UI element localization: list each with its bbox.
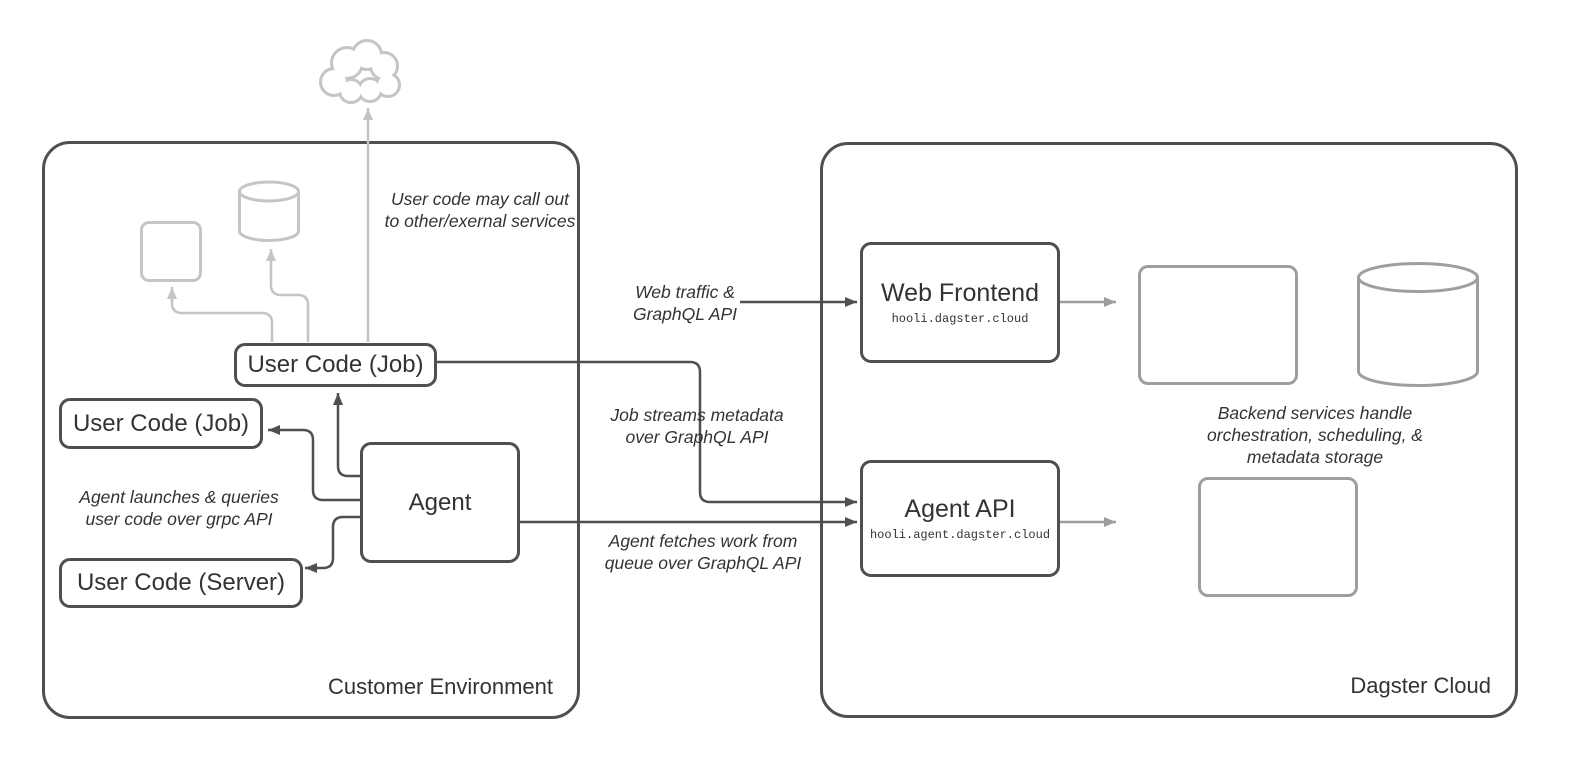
external-service-square-shape	[140, 221, 202, 282]
node-user-code-job-left-label: User Code (Job)	[72, 409, 250, 437]
backend-service-square-top-shape	[1138, 265, 1298, 385]
annotation-agent-fetches: Agent fetches work from queue over Graph…	[604, 531, 802, 573]
backend-service-square-bottom-shape	[1198, 477, 1358, 597]
node-user-code-server-label: User Code (Server)	[76, 569, 286, 596]
node-web-frontend-subtitle: hooli.dagster.cloud	[891, 312, 1029, 326]
annotation-agent-grpc: Agent launches & queries user code over …	[79, 487, 279, 529]
arrow-usercode-to-square	[167, 287, 274, 342]
node-agent-api-title: Agent API	[904, 495, 1016, 523]
annotation-web-traffic: Web traffic & GraphQL API	[632, 282, 738, 324]
node-agent-api: Agent API hooli.agent.dagster.cloud	[860, 460, 1060, 577]
customer-environment-label: Customer Environment	[328, 674, 553, 699]
node-web-frontend-title: Web Frontend	[881, 279, 1039, 307]
node-web-frontend: Web Frontend hooli.dagster.cloud	[860, 242, 1060, 363]
annotation-external-services: User code may call out to other/exernal …	[384, 189, 576, 231]
database-cylinder-left-icon	[238, 180, 300, 242]
arrow-agent-to-usercode-job-left	[268, 425, 360, 502]
database-cylinder-right-icon	[1357, 262, 1479, 387]
dagster-cloud-label: Dagster Cloud	[1350, 673, 1491, 698]
dagster-cloud-container: Dagster Cloud	[820, 142, 1518, 718]
arrow-agent-to-usercode-server	[305, 515, 360, 573]
customer-environment-container: Customer Environment	[42, 141, 580, 719]
annotation-job-streams: Job streams metadata over GraphQL API	[610, 405, 784, 447]
node-user-code-job-top-label: User Code (Job)	[247, 351, 424, 378]
annotation-backend-services: Backend services handle orchestration, s…	[1207, 403, 1423, 467]
node-user-code-job-top: User Code (Job)	[234, 343, 437, 387]
external-services-cloud-icon	[319, 39, 401, 104]
arrow-agent-to-usercode-job-top	[333, 393, 360, 478]
node-agent: Agent	[360, 442, 520, 563]
node-agent-api-subtitle: hooli.agent.dagster.cloud	[869, 528, 1051, 542]
node-user-code-server: User Code (Server)	[59, 558, 303, 608]
arrow-job-streams-to-agent-api	[437, 360, 857, 507]
arrow-usercode-to-cylinder	[266, 249, 310, 342]
node-agent-label: Agent	[408, 488, 472, 516]
node-user-code-job-left: User Code (Job)	[59, 398, 263, 449]
